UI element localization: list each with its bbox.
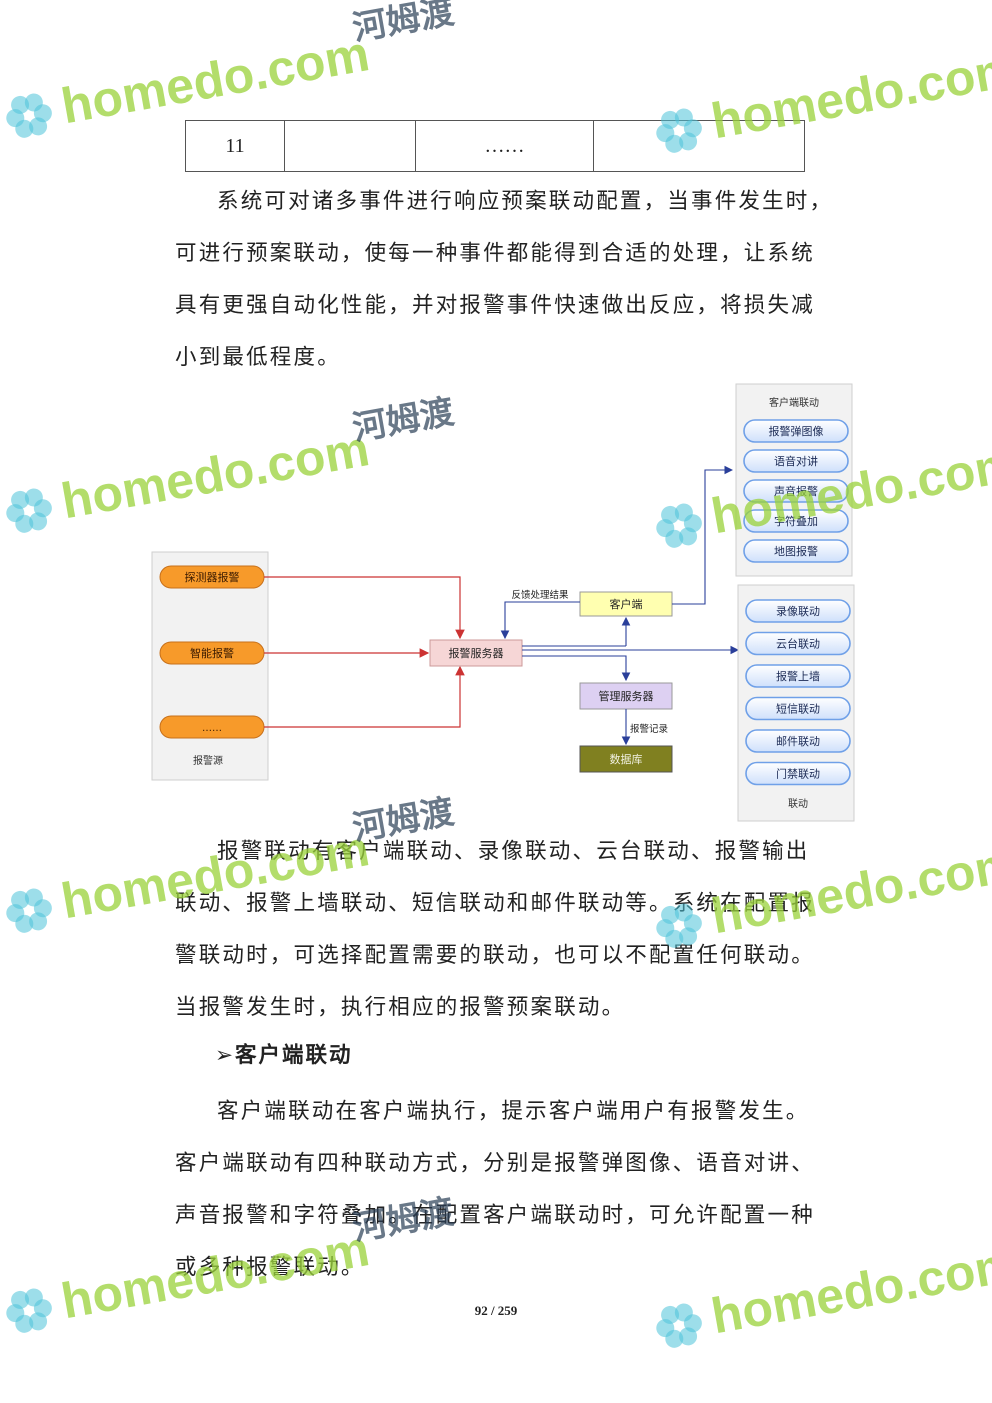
alarm-source-panel [151, 551, 269, 781]
text-line: 客户端联动有四种联动方式，分别是报警弹图像、语音对讲、 [175, 1151, 815, 1176]
table-cell-number: 11 [186, 121, 285, 171]
table-row: 11 …… [185, 120, 805, 172]
svg-text:录像联动: 录像联动 [776, 605, 820, 618]
linkage-item: 录像联动 [745, 599, 851, 623]
alarm-server-label: 报警服务器 [449, 646, 504, 660]
linkage-item: 邮件联动 [745, 729, 851, 753]
linkage-item: 云台联动 [745, 631, 851, 656]
svg-text:报警上墙: 报警上墙 [776, 669, 820, 683]
linkage-panel-label: 联动 [788, 798, 808, 810]
bullet-arrow-icon: ➢ [215, 1043, 236, 1068]
text-line: 当报警发生时，执行相应的报警预案联动。 [175, 995, 626, 1020]
table-cell-ellipsis: …… [416, 121, 594, 171]
section-heading: ➢客户端联动 [215, 1038, 353, 1069]
text-line: 小到最低程度。 [175, 345, 341, 370]
client-linkage-title: 客户端联动 [769, 396, 819, 409]
arrow-feedback [500, 601, 580, 640]
section-heading-text: 客户端联动 [235, 1043, 353, 1068]
feedback-label: 反馈处理结果 [511, 589, 569, 601]
linkage-item: 字符叠加 [743, 509, 849, 533]
source-item: 探测器报警 [159, 565, 265, 589]
text-line: 系统可对诸多事件进行响应预案联动配置，当事件发生时， [217, 189, 834, 214]
paragraph-client-linkage: 客户端联动在客户端执行，提示客户端用户有报警发生。 客户端联动有四种联动方式，分… [175, 1086, 843, 1294]
arrow-to-mgmt [522, 655, 631, 682]
table-cell [285, 121, 416, 171]
client-label: 客户端 [610, 597, 643, 611]
paragraph-linkage-config: 系统可对诸多事件进行响应预案联动配置，当事件发生时， 可进行预案联动，使每一种事… [175, 176, 843, 384]
svg-text:短信联动: 短信联动 [776, 702, 820, 716]
paragraph-linkage-types: 报警联动有客户端联动、录像联动、云台联动、报警输出 联动、报警上墙联动、短信联动… [175, 826, 843, 1034]
database-box [579, 745, 673, 773]
client-box [579, 591, 673, 617]
linkage-item: 报警上墙 [745, 664, 851, 688]
text-line: 声音报警和字符叠加。在配置客户端联动时，可允许配置一种 [175, 1203, 815, 1228]
database-label: 数据库 [610, 752, 643, 766]
linkage-item: 短信联动 [745, 696, 851, 721]
alarm-record-label: 报警记录 [630, 723, 669, 735]
svg-text:智能报警: 智能报警 [190, 646, 234, 660]
alarm-source-label: 报警源 [193, 754, 223, 767]
text-line: 或多种报警联动。 [175, 1255, 365, 1280]
arrow [264, 665, 465, 728]
svg-text:云台联动: 云台联动 [776, 637, 820, 651]
svg-text:……: …… [202, 723, 222, 734]
linkage-item: 地图报警 [743, 539, 849, 563]
text-line: 可进行预案联动，使每一种事件都能得到合适的处理，让系统 [175, 241, 815, 266]
svg-text:字符叠加: 字符叠加 [774, 514, 818, 528]
svg-text:邮件联动: 邮件联动 [776, 735, 820, 748]
svg-text:homedo.com: homedo.com [57, 25, 373, 134]
linkage-item: 声音报警 [743, 479, 849, 503]
svg-text:声音报警: 声音报警 [774, 484, 818, 498]
alarm-linkage-diagram: 探测器报警 智能报警 …… 报警源 报警服务器 客户端 反馈处理结果 管理服务器… [151, 383, 855, 822]
text-line: 警联动时，可选择配置需要的联动，也可以不配置任何联动。 [175, 943, 815, 968]
arrow [264, 576, 465, 640]
page-number: 92 / 259 [474, 1303, 518, 1318]
svg-text:报警弹图像: 报警弹图像 [769, 424, 824, 438]
table-cell [594, 121, 804, 171]
linkage-item: 语音对讲 [743, 449, 849, 473]
linkage-item: 门禁联动 [745, 761, 851, 786]
arrow-to-client-linkage [672, 465, 734, 605]
text-line: 具有更强自动化性能，并对报警事件快速做出反应，将损失减 [175, 293, 815, 318]
management-server-label: 管理服务器 [599, 689, 654, 703]
source-item: 智能报警 [159, 641, 265, 665]
svg-text:探测器报警: 探测器报警 [185, 570, 240, 584]
alarm-server-box [429, 639, 523, 667]
svg-text:河姆渡: 河姆渡 [350, 0, 457, 49]
svg-text:语音对讲: 语音对讲 [774, 454, 818, 468]
linkage-item: 报警弹图像 [743, 419, 849, 443]
svg-text:门禁联动: 门禁联动 [776, 767, 820, 781]
svg-text:地图报警: 地图报警 [774, 544, 818, 558]
text-line: 报警联动有客户端联动、录像联动、云台联动、报警输出 [217, 839, 810, 864]
text-line: 联动、报警上墙联动、短信联动和邮件联动等。系统在配置报 [175, 891, 815, 916]
source-item: …… [159, 715, 265, 739]
text-line: 客户端联动在客户端执行，提示客户端用户有报警发生。 [217, 1099, 810, 1124]
